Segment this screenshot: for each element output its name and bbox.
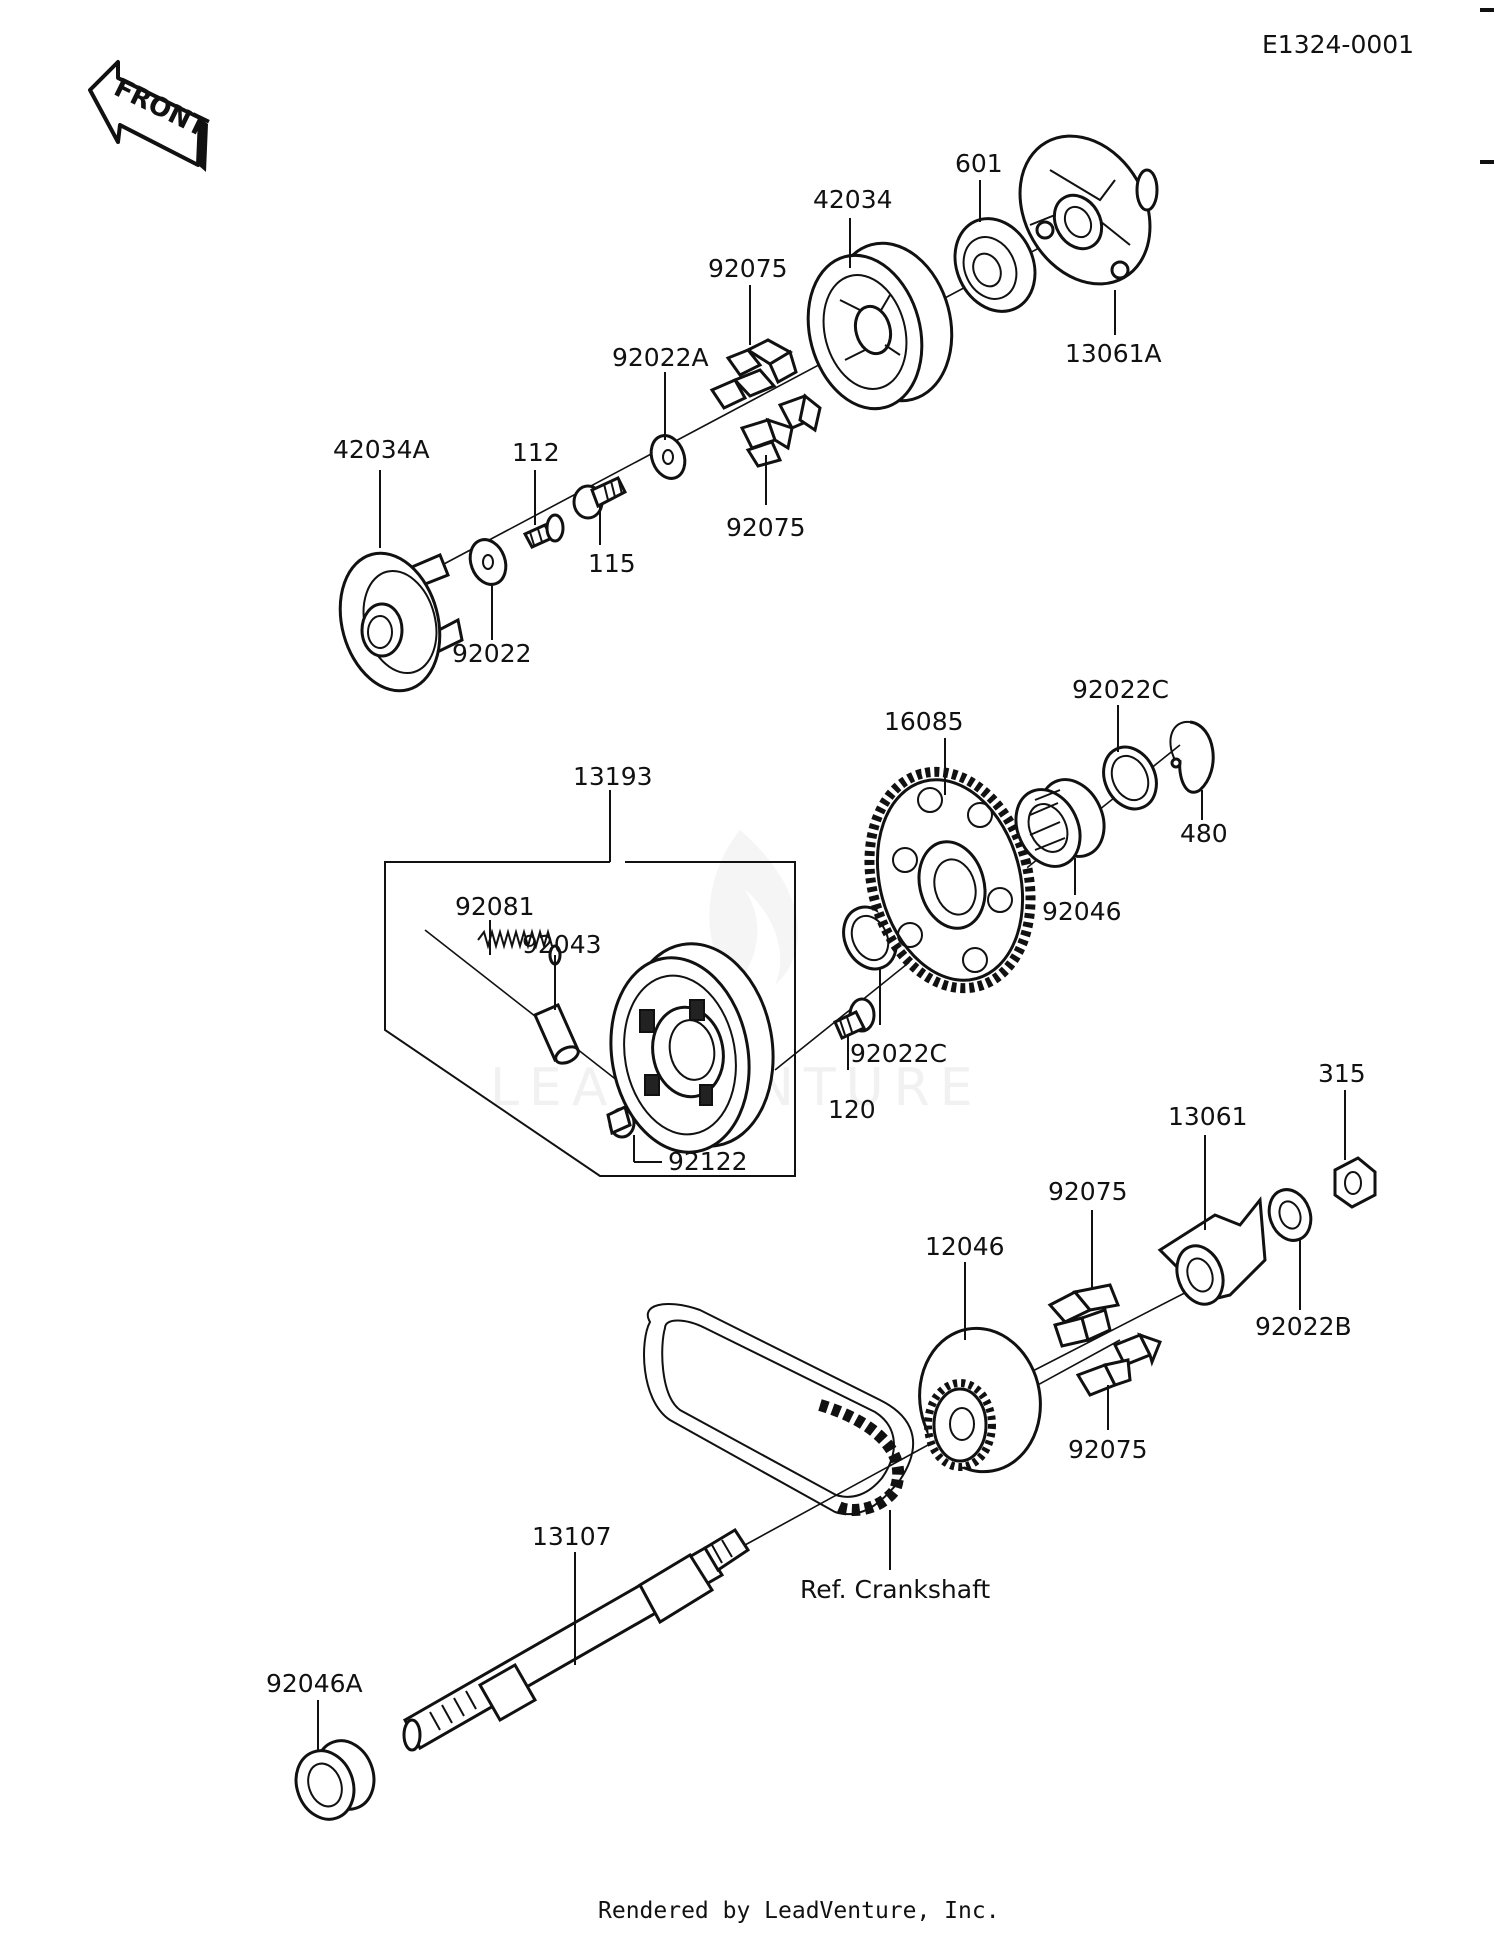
callout-42034A: 42034A: [333, 435, 430, 464]
callout-92075-bottom: 92075: [1068, 1435, 1148, 1464]
drive-plate-13061A: [1018, 134, 1159, 286]
middle-leader-lines: [489, 705, 1203, 1163]
damper-rubber-92075-top: [709, 338, 798, 410]
callout-13107: 13107: [532, 1522, 612, 1551]
callout-92122: 92122: [668, 1147, 748, 1176]
callout-92022C-mid: 92022C: [850, 1039, 947, 1068]
hub-42034A: [338, 551, 464, 693]
callout-92075-mid: 92075: [726, 513, 806, 542]
callout-115: 115: [588, 549, 636, 578]
damper-rubber-92075-mid: [739, 393, 822, 468]
callout-92075-lower: 92075: [1048, 1177, 1128, 1206]
callout-92081: 92081: [455, 892, 535, 921]
callout-13061A: 13061A: [1065, 339, 1162, 368]
edge-mark-top: [1480, 8, 1494, 12]
callout-16085: 16085: [884, 707, 964, 736]
edge-mark-mid: [1480, 160, 1494, 164]
drive-chain: [643, 1303, 914, 1516]
needle-bearing-92046: [1014, 778, 1106, 868]
callout-92046: 92046: [1042, 897, 1122, 926]
washer-92022B: [1267, 1188, 1313, 1242]
damper-rubber-92075-bottom: [1075, 1332, 1162, 1397]
pin-92043: [533, 1003, 580, 1065]
callout-92075-top: 92075: [708, 254, 788, 283]
callout-480: 480: [1180, 819, 1228, 848]
sprocket-12046: [918, 1326, 1042, 1474]
damper-hub-42034: [806, 241, 954, 411]
callout-315: 315: [1318, 1059, 1366, 1088]
footer-credit: Rendered by LeadVenture, Inc.: [598, 1898, 1000, 1924]
output-shaft-13107: [402, 1527, 751, 1752]
ball-bearing-601: [953, 217, 1037, 313]
callout-13061: 13061: [1168, 1102, 1248, 1131]
lower-axis-line-hub: [1024, 1279, 1211, 1376]
assembly-box-13193: [384, 790, 796, 1177]
screw-112: [522, 513, 565, 549]
callout-120: 120: [828, 1095, 876, 1124]
bolt-115: [572, 476, 628, 520]
upper-leader-lines: [379, 180, 1116, 640]
needle-bearing-92046A: [294, 1739, 376, 1821]
bolt-120: [833, 997, 876, 1040]
callout-12046: 12046: [925, 1232, 1005, 1261]
diagram-code: E1324-0001: [1262, 30, 1414, 59]
callout-601: 601: [955, 149, 1003, 178]
washer-92022: [468, 538, 508, 586]
starter-gear-16085: [864, 766, 1036, 994]
ref-crankshaft-label: Ref. Crankshaft: [800, 1575, 990, 1604]
lower-leader-lines: [317, 1090, 1346, 1752]
callout-92022B: 92022B: [1255, 1312, 1352, 1341]
callout-92022A: 92022A: [612, 343, 709, 372]
washer-92022C-top: [1102, 745, 1158, 811]
circlip-480: [1169, 720, 1215, 794]
one-way-clutch-13193: [609, 942, 775, 1154]
nut-315: [1333, 1156, 1377, 1209]
callout-13193: 13193: [573, 762, 653, 791]
front-arrow-icon: FRONT: [88, 60, 212, 172]
callout-112: 112: [512, 438, 560, 467]
callout-42034: 42034: [813, 185, 893, 214]
roller-92122: [606, 1104, 636, 1139]
damper-rubber-92075-lower: [1047, 1283, 1121, 1348]
damper-hub-13061: [1157, 1196, 1267, 1306]
washer-92022A: [649, 434, 687, 480]
callout-92022C-top: 92022C: [1072, 675, 1169, 704]
callout-92022: 92022: [452, 639, 532, 668]
callout-92046A: 92046A: [266, 1669, 363, 1698]
callout-92043: 92043: [522, 930, 602, 959]
